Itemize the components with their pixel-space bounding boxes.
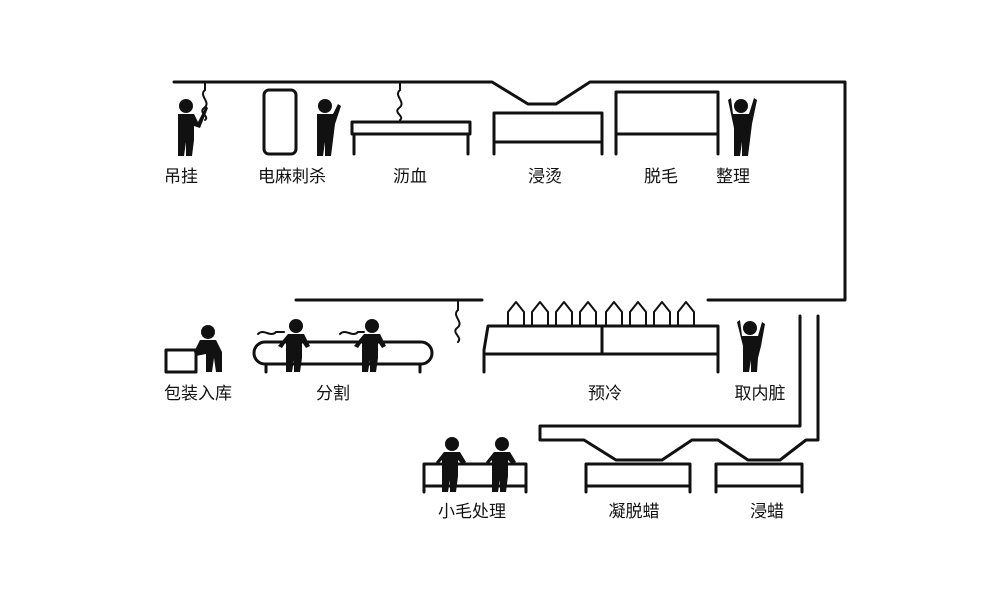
step-label-cut: 分割	[316, 384, 350, 404]
fine-hair-table	[422, 462, 528, 494]
scalding-tank	[492, 111, 604, 156]
worker-icon	[486, 437, 516, 492]
wax-set-tank	[584, 462, 692, 494]
step-label-pack: 包装入库	[164, 384, 232, 404]
step-label-wax-dip: 浸蜡	[750, 502, 784, 522]
step-label-trim: 整理	[716, 167, 750, 187]
wax-dip-tank	[714, 462, 804, 494]
step-label-scald: 浸烫	[528, 167, 562, 187]
step-label-evisc: 取内脏	[734, 384, 786, 404]
step-label-stun-kill: 电麻刺杀	[258, 167, 326, 187]
step-label-wax-set: 凝脱蜡	[608, 502, 660, 522]
step-label-fine-hair: 小毛处理	[438, 502, 506, 522]
step-label-bleed: 沥血	[393, 167, 427, 187]
bleeding-trough	[350, 120, 472, 156]
cutting-conveyor	[252, 331, 434, 374]
step-label-dehair: 脱毛	[644, 167, 678, 187]
stunning-cabinet	[262, 88, 298, 156]
worker-icon	[194, 325, 222, 372]
step-label-hang: 吊挂	[164, 167, 198, 187]
hook-icon	[396, 81, 403, 121]
hook-icon	[201, 81, 208, 121]
worker-icon	[728, 98, 757, 156]
hook-icon	[454, 299, 461, 343]
worker-icon	[737, 320, 765, 372]
overhead-rail-top	[172, 80, 847, 302]
precool-tank	[482, 301, 720, 374]
wax-line-rail	[538, 314, 820, 462]
plucking-machine	[614, 90, 720, 156]
worker-icon	[436, 437, 466, 492]
worker-icon	[317, 99, 341, 156]
packing-box	[164, 348, 198, 374]
step-label-precool: 预冷	[588, 384, 622, 404]
worker-icon	[178, 99, 208, 156]
